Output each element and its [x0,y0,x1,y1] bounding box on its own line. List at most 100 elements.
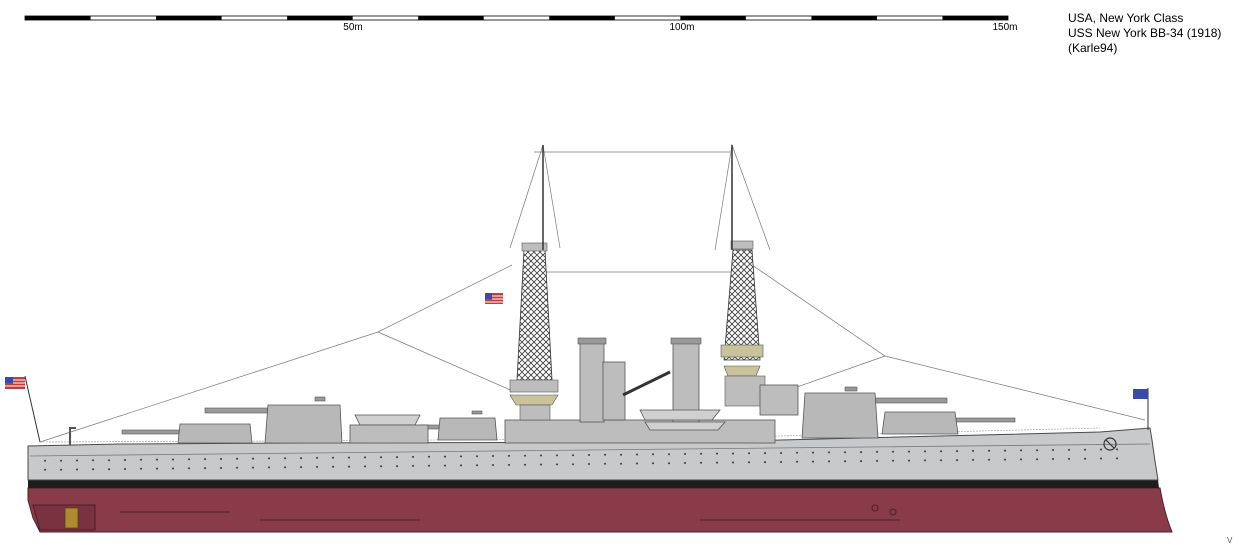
porthole [716,452,718,455]
scale-bar-segments [24,15,1009,21]
porthole [540,454,542,457]
porthole [1116,448,1118,451]
porthole [92,459,94,462]
porthole [748,461,750,464]
porthole [156,467,158,470]
porthole [780,452,782,454]
turret-3 [419,410,498,441]
porthole [588,463,590,465]
porthole [972,458,974,461]
porthole [556,454,558,457]
bilge-keels [120,511,900,521]
porthole [204,458,206,461]
porthole [924,459,926,462]
scale-bar-segment [811,16,877,20]
porthole [1084,448,1086,451]
turret-4 [204,396,343,444]
porthole [892,450,894,453]
porthole [188,458,190,461]
author-credit: (Karle94) [1068,41,1118,55]
scale-bar-segment [549,16,615,20]
porthole [764,461,766,464]
boat-crane [602,361,671,421]
porthole [1084,457,1086,460]
porthole [396,465,398,468]
porthole [76,468,78,471]
porthole [492,464,494,466]
scale-bar-segment [942,16,1008,20]
porthole [108,459,110,462]
porthole [604,453,606,456]
porthole [396,456,398,459]
porthole [748,452,750,455]
porthole [1020,449,1022,452]
porthole [140,458,142,461]
deck-edge-line [29,443,1151,457]
porthole [316,456,318,459]
porthole [268,457,270,460]
porthole [604,462,606,465]
bow-flag [1133,388,1149,430]
porthole [860,451,862,454]
porthole [780,461,782,463]
stern-ventilator [69,427,76,445]
porthole [492,455,494,457]
boot-topping [28,480,1159,488]
porthole [476,455,478,458]
ship-title: USS New York BB-34 (1918) [1068,26,1222,40]
midship-deckhouse [504,419,776,444]
porthole [460,455,462,458]
porthole [428,455,430,458]
porthole [1100,457,1102,460]
porthole [380,465,382,468]
porthole [636,453,638,456]
turret-2 [801,386,948,439]
porthole [1004,458,1006,461]
porthole [588,454,590,456]
porthole [796,460,798,463]
porthole [668,453,670,456]
porthole [236,466,238,469]
porthole [380,456,382,459]
porthole [220,467,222,469]
porthole [812,460,814,463]
porthole [444,455,446,458]
porthole [892,459,894,462]
porthole [636,462,638,465]
porthole [412,464,414,467]
porthole [972,449,974,452]
porthole [76,459,78,462]
porthole [620,462,622,465]
porthole [268,466,270,469]
porthole [572,454,574,457]
porthole [716,461,718,464]
porthole [364,456,366,459]
bridge [759,384,799,416]
porthole [1116,457,1118,460]
porthole [668,462,670,465]
rudder [64,507,79,529]
porthole [1052,458,1054,460]
porthole [172,458,174,461]
porthole [444,464,446,467]
porthole [252,457,254,460]
porthole [652,453,654,456]
porthole [332,456,334,459]
porthole [572,463,574,466]
porthole [1020,458,1022,461]
porthole [300,466,302,469]
porthole [844,460,846,463]
porthole [236,457,238,460]
porthole [988,458,990,461]
porthole [524,454,526,457]
porthole [700,452,702,455]
porthole [908,450,910,453]
porthole [924,450,926,453]
porthole [428,464,430,467]
deck-railing [39,427,1101,443]
porthole [796,451,798,454]
porthole [348,456,350,459]
lower-hull [27,487,1173,533]
porthole [1068,457,1070,460]
porthole [60,459,62,462]
